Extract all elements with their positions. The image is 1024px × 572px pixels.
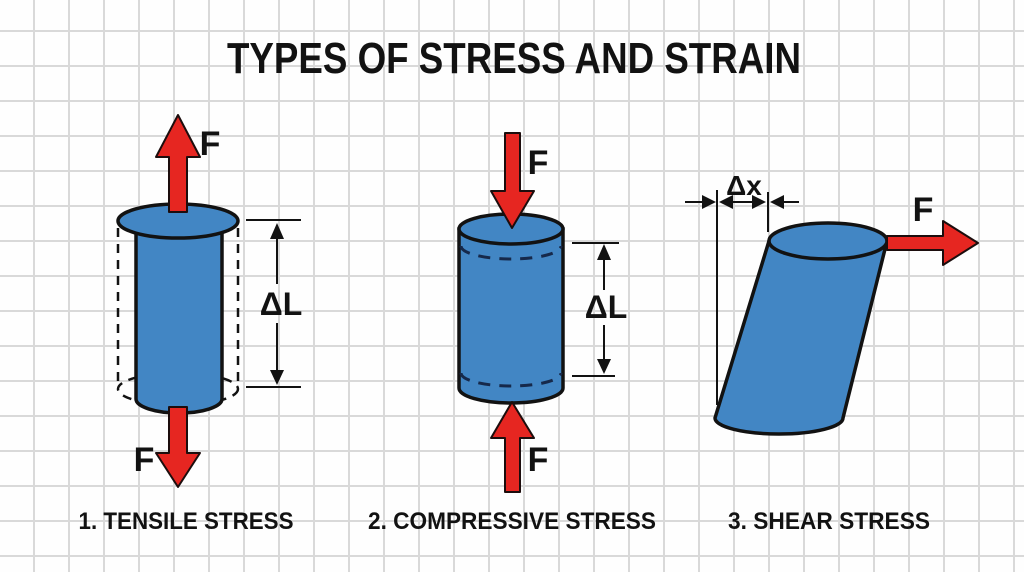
shear-stress-caption: 3. SHEAR STRESS [728, 508, 930, 535]
dimension-arrowhead-up-icon [270, 223, 284, 239]
dimension-arrowhead-right-icon [702, 195, 716, 209]
delta-x-dimension [685, 190, 799, 405]
force-arrow-down-icon [155, 406, 201, 488]
delta-l-dimension [572, 242, 619, 377]
force-label-top: F [528, 144, 549, 182]
tensile-stress-diagram: F F ΔL 1. TENSILE STRESS [79, 114, 303, 535]
delta-l-dimension [246, 219, 301, 388]
force-arrow-right-icon [886, 220, 979, 266]
force-arrow-up-icon [490, 401, 535, 493]
delta-x-label: Δx [726, 170, 762, 201]
compressive-stress-caption: 2. COMPRESSIVE STRESS [368, 508, 656, 535]
dimension-arrowhead-right-icon [752, 195, 766, 209]
force-arrow-down-icon [490, 132, 535, 229]
force-label-top: F [200, 125, 221, 163]
delta-l-label: ΔL [585, 289, 628, 325]
cylinder-body [134, 225, 224, 415]
dimension-arrowhead-down-icon [270, 370, 284, 385]
dimension-arrowhead-left-icon [719, 195, 733, 209]
cylinder-body [713, 239, 890, 436]
force-label-bottom: F [528, 441, 549, 479]
dimension-arrowhead-down-icon [597, 359, 611, 374]
dashed-compression-arc-bottom [459, 372, 563, 388]
page-title: TYPES OF STRESS AND STRAIN [227, 34, 801, 83]
compressive-stress-diagram: F F ΔL 2. COMPRESSIVE STRESS [368, 132, 656, 535]
tensile-stress-caption: 1. TENSILE STRESS [79, 508, 294, 535]
force-arrow-up-icon [155, 114, 201, 213]
dimension-arrowhead-left-icon [770, 195, 784, 209]
cylinder-top-face [767, 221, 889, 261]
force-label: F [913, 191, 934, 229]
dimension-arrowhead-up-icon [597, 244, 611, 260]
shear-stress-diagram: F Δx 3. SHEAR STRESS [685, 170, 979, 535]
delta-l-label: ΔL [260, 286, 303, 322]
dashed-compression-arc-top [459, 245, 563, 261]
force-label-bottom: F [134, 441, 155, 479]
cylinder-body [457, 227, 565, 405]
